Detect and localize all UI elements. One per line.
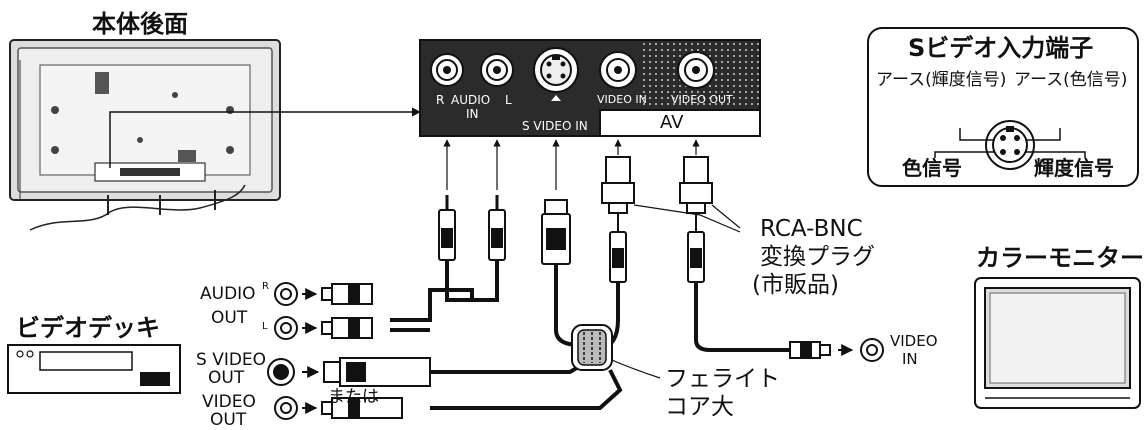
ferrite-line-2: コア大 — [665, 394, 734, 420]
audio-in-label: IN — [466, 107, 479, 121]
adapter-line-2: 変換プラグ — [760, 244, 875, 270]
or-label: または — [328, 387, 379, 407]
monitor-video-in — [789, 338, 884, 362]
svideo-info-box — [867, 27, 1139, 187]
adapter-line-3: (市販品) — [752, 272, 839, 298]
audio-r-mark: R — [436, 93, 445, 107]
svideo-box-title: Sビデオ入力端子 — [908, 34, 1094, 62]
video-out-jack — [677, 51, 715, 89]
vcr-svideo-out-label-2: OUT — [208, 368, 245, 388]
vcr-audio-r-plug — [274, 282, 373, 306]
color-monitor — [974, 277, 1141, 409]
bnc-adapter-out — [679, 156, 713, 232]
adapter-line-1: RCA-BNC — [760, 216, 863, 242]
svideo-plug — [541, 199, 571, 265]
vcr-l-mark: L — [262, 321, 268, 332]
rca-plug-video-in — [609, 231, 627, 283]
vcr-audio-out-label-2: OUT — [211, 308, 248, 328]
monitor-video-label: VIDEO — [890, 332, 938, 350]
vcr-audio-l-plug — [274, 316, 373, 340]
luma-label: 輝度信号 — [1034, 156, 1114, 180]
av-terminal-panel — [419, 39, 761, 137]
vcr-title: ビデオデッキ — [16, 314, 160, 342]
audio-label: AUDIO — [451, 93, 491, 107]
rca-plug-audio-r — [438, 195, 456, 261]
tv-rear-title: 本体後面 — [92, 10, 188, 38]
ground-luma-label: アース(輝度信号) — [876, 70, 1007, 90]
vcr-svideo-out-label: S VIDEO — [196, 350, 267, 370]
svideo-in-jack — [533, 47, 579, 101]
av-label: AV — [660, 112, 684, 133]
svideo-in-label: S VIDEO IN — [522, 119, 588, 133]
ground-chroma-label: アース(色信号) — [1014, 70, 1128, 90]
monitor-title: カラーモニター — [976, 244, 1144, 272]
video-in-jack — [599, 51, 637, 89]
rca-plug-video-out — [687, 231, 705, 283]
video-out-label: VIDEO OUT — [671, 93, 733, 106]
vcr-device — [7, 344, 181, 394]
chroma-label: 色信号 — [902, 156, 962, 180]
monitor-in-label: IN — [902, 350, 918, 368]
video-in-label: VIDEO IN — [597, 93, 647, 106]
ferrite-core — [571, 324, 613, 371]
vcr-video-out-label-2: OUT — [210, 410, 247, 430]
tv-rear — [9, 39, 281, 231]
audio-l-mark: L — [505, 93, 512, 107]
bnc-adapter-in — [601, 156, 635, 232]
audio-r-jack — [430, 53, 464, 87]
vcr-audio-out-label: AUDIO — [200, 284, 256, 304]
vcr-svideo-plug — [267, 357, 431, 387]
vcr-r-mark: R — [262, 281, 269, 292]
ferrite-line-1: フェライト — [665, 366, 780, 392]
vcr-video-out-label: VIDEO — [202, 392, 256, 412]
vcr-video-plug — [274, 396, 403, 420]
rca-plug-audio-l — [488, 195, 506, 261]
audio-l-jack — [480, 53, 514, 87]
